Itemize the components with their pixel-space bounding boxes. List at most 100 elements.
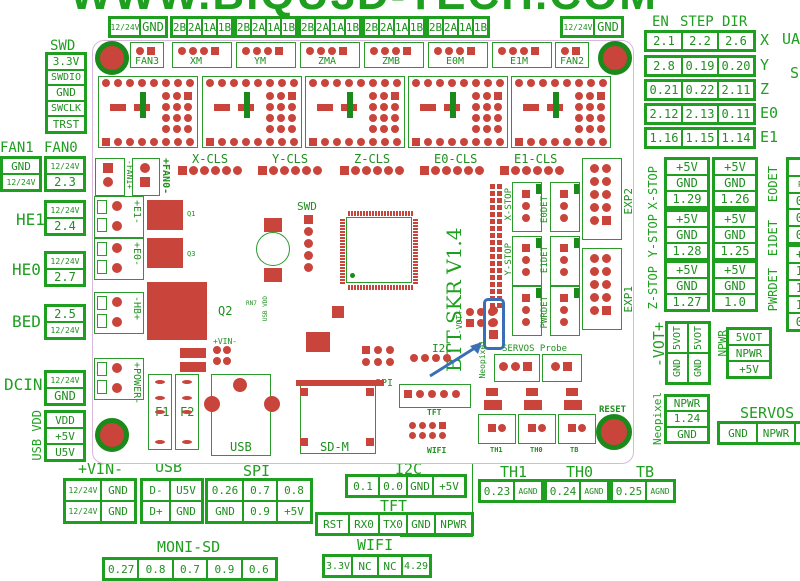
mcu-pin [378, 211, 380, 216]
driver-pin [345, 79, 353, 87]
pin-label: +5V [433, 476, 465, 496]
header-pin [490, 261, 495, 266]
jumper-pin [472, 92, 480, 100]
pin-value: 0.11 [718, 105, 754, 123]
connector-label: E0M [446, 56, 465, 67]
mcu-pin [396, 211, 398, 216]
axis-label: Y [760, 56, 770, 74]
driver-pin [587, 138, 595, 146]
endstop-pad [522, 318, 530, 326]
header-pin [497, 261, 502, 266]
endstop-connector [550, 236, 580, 286]
reset-button[interactable] [596, 414, 632, 450]
capacitor-body [553, 92, 559, 118]
exp-pin [602, 267, 611, 276]
swd-board-label: SWD [297, 200, 317, 213]
pin-label: 1.0 [714, 294, 756, 310]
axis-label: E0 [760, 104, 779, 122]
exp2-connector [582, 158, 622, 240]
pin-label: 1A [266, 18, 281, 36]
jumper-pin [391, 125, 399, 133]
endstop-key [536, 288, 541, 298]
pin-label: U5V [46, 444, 84, 460]
mcu-pin [408, 285, 410, 290]
jumper-pin [173, 114, 181, 122]
smd-pad [440, 390, 448, 398]
cls-pin [233, 166, 242, 175]
jumper-pin [288, 92, 296, 100]
connector-pad [456, 47, 464, 55]
capacitor-body [244, 92, 250, 118]
mcu-pin [402, 285, 404, 290]
exp-pin [602, 203, 611, 212]
jumper-pin [162, 103, 170, 111]
mcu-pin [354, 285, 356, 290]
cls-label: X-CLS [192, 152, 229, 166]
driver-pin [539, 79, 547, 87]
pin-label: VDD [46, 412, 84, 428]
mcu-pin [378, 285, 380, 290]
mcu-pin [340, 261, 345, 263]
servos-title: SERVOS [740, 404, 795, 422]
top-connector [364, 42, 424, 68]
driver-pin [369, 138, 377, 146]
connector-pad [392, 47, 400, 55]
pin-value: 2.1 [646, 32, 682, 50]
cls-pin [453, 166, 462, 175]
pin-label: AGND [514, 481, 542, 501]
connector-pad [317, 47, 325, 55]
terminal-screw [97, 242, 107, 256]
driver-pin [254, 79, 262, 87]
endstop-pad [560, 202, 568, 210]
endstop-pad [522, 202, 530, 210]
endstop-pad [560, 214, 568, 222]
mcu-pin1-dot [350, 273, 355, 278]
pin-value: 0.22 [682, 81, 718, 99]
driver-pin [563, 138, 571, 146]
thermistor-connector [518, 414, 556, 444]
driver-pin [206, 79, 214, 87]
smd-pad [386, 346, 394, 354]
pin-label: GND [140, 18, 166, 36]
mcu-pin [381, 285, 383, 290]
driver-pin [162, 79, 170, 87]
driver-pin [393, 138, 401, 146]
mcu-pin [384, 211, 386, 216]
jumper-pin [483, 103, 491, 111]
driver-pin [290, 138, 298, 146]
pin-label: 0.27 [104, 559, 139, 579]
exp-pin [590, 164, 599, 173]
smd-pad [409, 432, 416, 439]
pin-label: 1B [473, 18, 488, 36]
highlight-box [483, 298, 505, 350]
smd-pad [404, 390, 412, 398]
endstop-pad [560, 256, 568, 264]
terminal-pad [112, 243, 122, 253]
endstop-title: EODET [766, 166, 780, 203]
pin-label: GND [594, 18, 622, 36]
driver-pin [357, 138, 365, 146]
pin-label: 2.5 [46, 306, 84, 322]
mcu-pin [340, 243, 345, 245]
pin-label: NPWR [728, 345, 770, 361]
stepper-header-dir: DIR [722, 14, 748, 30]
neopixel-pinout: NPWR 1.24 GND [664, 394, 710, 444]
mounting-hole-top-left [95, 41, 129, 75]
driver-pin [436, 79, 444, 87]
driver-pin [496, 138, 504, 146]
capacitor-pad [110, 104, 126, 111]
vot-pin [477, 319, 485, 327]
dcin-title: DCIN [4, 375, 43, 394]
cls-pin [200, 166, 209, 175]
thermistor-pad [578, 424, 586, 432]
jumper-pin [266, 125, 274, 133]
jumper-pin [494, 103, 502, 111]
stepper-header-step: STEP [680, 14, 714, 30]
th0-pinout: 0.24 AGND [544, 479, 610, 503]
pin-label: GND [714, 227, 756, 243]
power-terminal [94, 292, 144, 334]
thermistor-board-label: TH1 [490, 446, 503, 454]
power-terminal [94, 196, 144, 238]
pin-label: 12/24V [46, 158, 84, 174]
